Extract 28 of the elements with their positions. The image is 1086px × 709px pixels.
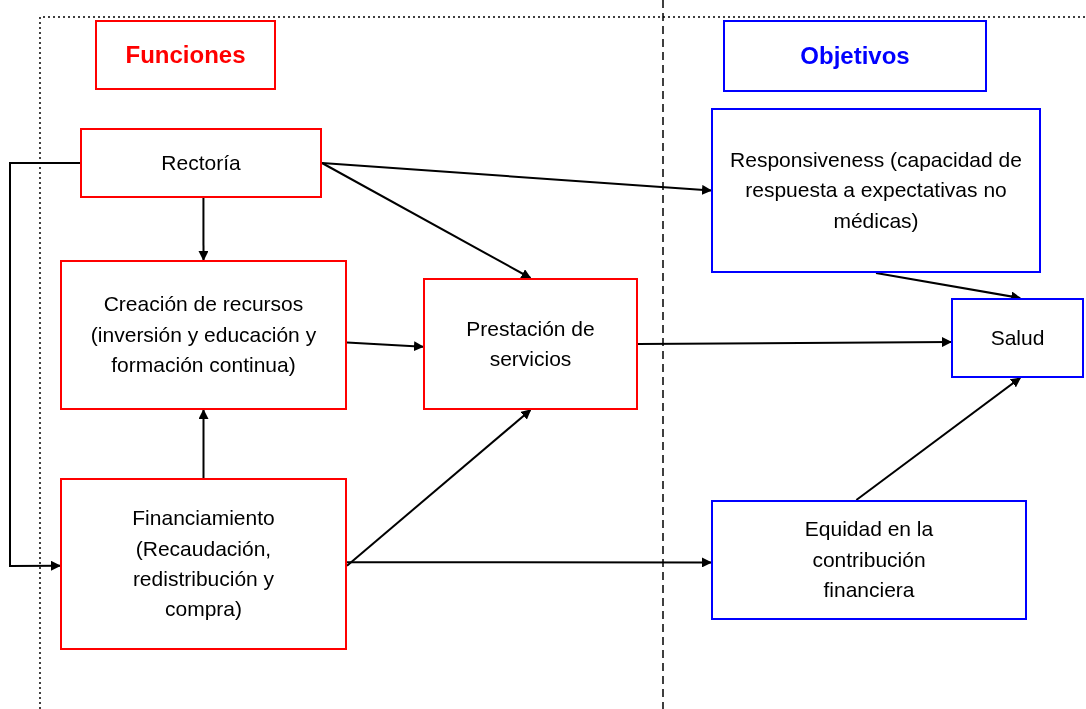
box-text: Salud <box>990 324 1045 351</box>
process-box <box>423 278 638 410</box>
arrow <box>198 197 209 261</box>
heading-text: Objetivos <box>800 41 910 71</box>
box-text: Financiamiento (Recaudación, redistribución y compra) <box>131 505 276 623</box>
arrow <box>346 409 532 567</box>
process-box <box>80 128 322 198</box>
arrow <box>321 162 712 195</box>
heading-box <box>723 20 987 92</box>
arrow <box>855 377 1022 501</box>
box-text: Prestación de servicios <box>465 315 596 372</box>
arrow <box>346 341 424 352</box>
arrow <box>321 162 532 279</box>
arrow <box>9 162 81 571</box>
box-text: Responsiveness (capacidad de respuesta a expectativas no médicas) <box>729 146 1023 234</box>
box-text: Equidad en la contribución financiera <box>803 516 935 604</box>
process-box <box>60 478 347 650</box>
heading-box <box>95 20 276 90</box>
heading-text: Funciones <box>125 40 246 70</box>
arrow <box>346 557 712 568</box>
arrow <box>637 337 952 348</box>
box-text: Rectoría <box>161 149 241 176</box>
arrow <box>198 409 209 479</box>
process-box <box>951 298 1084 378</box>
process-box <box>711 500 1027 620</box>
box-text: Creación de recursos (inversión y educación y formación continua) <box>89 291 318 379</box>
process-box <box>711 108 1041 273</box>
process-box <box>60 260 347 410</box>
